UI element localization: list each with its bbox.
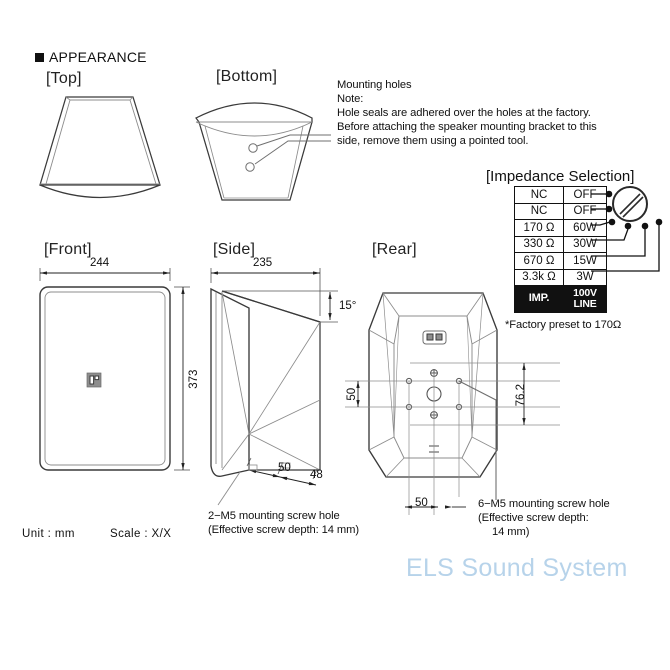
line-header-line-1: 100V [573,286,597,299]
impedance-value: 170 Ω [514,219,564,237]
impedance-value: NC [514,202,564,220]
table-header-row: IMP. 100V LINE [514,285,607,313]
line-header-line-2: LINE [573,298,597,310]
note-line-1: Hole seals are adhered over the holes at… [337,107,591,119]
impedance-value: NC [514,186,564,204]
impedance-selector-knob [591,186,663,272]
callout-6m5-line-1: 6−M5 mounting screw hole [478,498,610,510]
top-view-drawing [39,96,161,199]
impedance-table-body: NC OFF NC OFF 170 Ω 60W 330 Ω 30W 670 Ω … [514,186,607,313]
impedance-value: 3.3k Ω [514,268,564,286]
watermark-text: ELS Sound System [406,554,628,582]
unit-label: Unit : mm [22,528,75,540]
side-view-drawing [210,268,338,506]
bottom-view-drawing [195,102,331,201]
note-line-2: Before attaching the speaker mounting br… [337,121,597,133]
table-row: 170 Ω 60W [514,219,607,237]
table-row: 3.3k Ω 3W [514,268,607,286]
callout-2m5-line-1: 2−M5 mounting screw hole [208,510,340,522]
view-title-rear: [Rear] [372,241,417,258]
power-value: OFF [563,202,607,220]
power-value: 30W [563,235,607,253]
view-title-top: [Top] [46,70,82,87]
power-value: OFF [563,186,607,204]
view-title-side: [Side] [213,241,256,258]
impedance-value: 670 Ω [514,252,564,270]
power-value: 3W [563,268,607,286]
line-column-header: 100V LINE [563,285,607,313]
table-row: 670 Ω 15W [514,252,607,270]
table-row: NC OFF [514,202,607,220]
table-row: NC OFF [514,186,607,204]
impedance-column-header: IMP. [514,285,564,313]
note-label: Note: [337,93,364,105]
callout-6m5-line-3: 14 mm) [492,526,530,538]
dim-side-48: 48 [310,469,323,481]
factory-preset-note: *Factory preset to 170Ω [505,319,622,331]
dim-front-height: 373 [187,369,200,389]
front-view-drawing [39,268,190,471]
dim-side-angle: 15° [339,300,357,312]
dim-rear-76-2: 76.2 [514,384,527,407]
rear-view-drawing [345,292,560,515]
section-bullet-icon [35,53,44,62]
view-title-front: [Front] [44,241,92,258]
callout-6m5-line-2: (Effective screw depth: [478,512,589,524]
impedance-selection-table: NC OFF NC OFF 170 Ω 60W 330 Ω 30W 670 Ω … [514,186,607,313]
dim-rear-vertical-50: 50 [345,387,358,401]
dim-side-50: 50 [278,462,291,474]
power-value: 15W [563,252,607,270]
dim-front-width: 244 [90,257,110,269]
impedance-selection-title: [Impedance Selection] [486,168,635,185]
view-title-bottom: [Bottom] [216,68,278,85]
table-row: 330 Ω 30W [514,235,607,253]
scale-label: Scale : X/X [110,528,172,540]
dim-rear-horizontal-50: 50 [415,497,428,509]
power-value: 60W [563,219,607,237]
callout-2m5-line-2: (Effective screw depth: 14 mm) [208,524,359,536]
note-line-3: side, remove them using a pointed tool. [337,135,529,147]
mounting-holes-title: Mounting holes [337,79,412,91]
dim-side-depth: 235 [253,257,273,269]
impedance-value: 330 Ω [514,235,564,253]
appearance-section-title: APPEARANCE [49,49,147,65]
